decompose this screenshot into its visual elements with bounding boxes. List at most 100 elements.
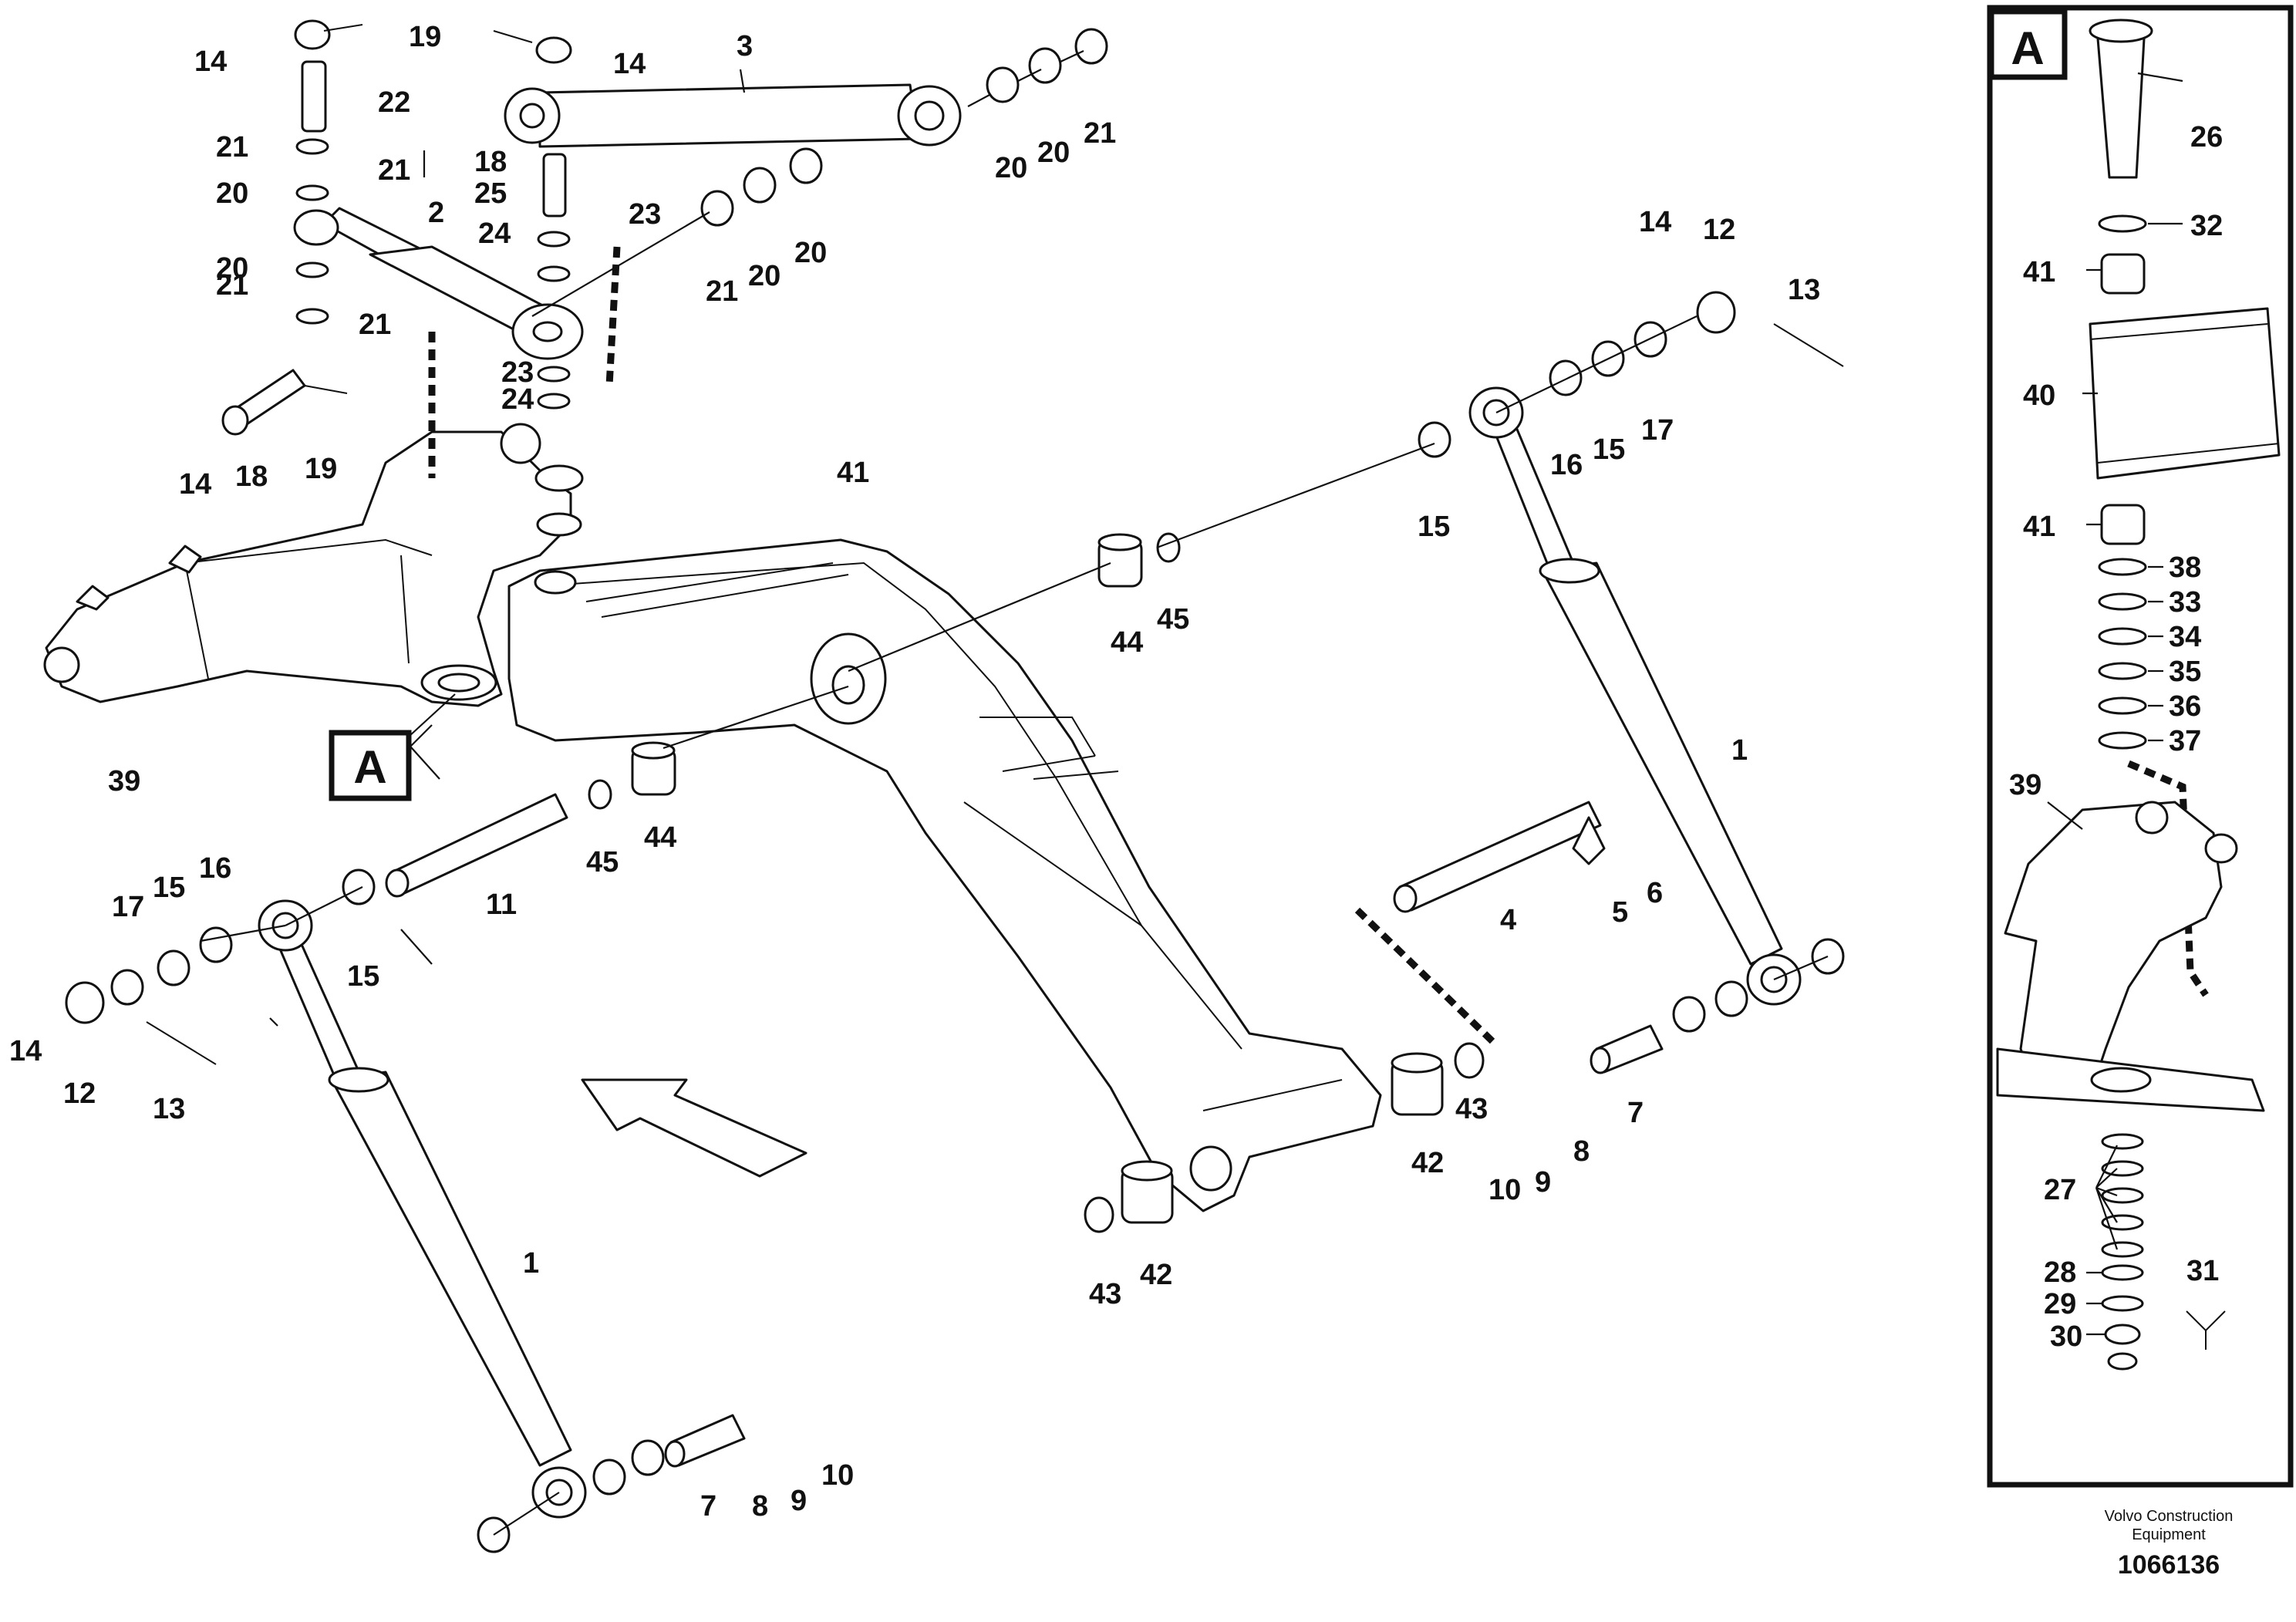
- label-15-c: 15: [1418, 511, 1450, 543]
- label-39: 39: [108, 765, 140, 798]
- pins-top: [221, 19, 572, 436]
- label-45-a: 45: [1157, 603, 1189, 636]
- label-17-a: 17: [112, 891, 144, 923]
- label-26: 26: [2190, 121, 2223, 153]
- label-15-d: 15: [1593, 433, 1625, 466]
- label-43-b: 43: [1455, 1093, 1488, 1125]
- pin-7-right: [1590, 1024, 1664, 1074]
- label-40: 40: [2023, 379, 2055, 412]
- label-21-c: 21: [216, 269, 248, 302]
- label-14-b: 14: [613, 48, 646, 80]
- label-23-b: 23: [501, 356, 534, 389]
- detail-callout-letter: A: [353, 741, 386, 793]
- footer-ref: 1066136: [2118, 1550, 2220, 1580]
- label-41-a: 41: [2023, 256, 2055, 288]
- label-18-a: 18: [474, 146, 507, 178]
- label-6: 6: [1647, 877, 1663, 909]
- label-8-a: 8: [752, 1490, 768, 1523]
- dashed-routing: [428, 246, 1495, 1044]
- label-36: 36: [2169, 690, 2201, 723]
- label-13-b: 13: [1788, 274, 1820, 306]
- label-15-a: 15: [153, 872, 185, 904]
- label-37: 37: [2169, 725, 2201, 757]
- label-27: 27: [2044, 1174, 2076, 1206]
- label-4: 4: [1500, 904, 1516, 936]
- cylinder-2: [293, 207, 584, 360]
- label-2: 2: [428, 197, 444, 229]
- label-7-b: 7: [1627, 1097, 1644, 1129]
- label-34: 34: [2169, 621, 2201, 653]
- bushings-44-42: [631, 533, 1444, 1224]
- label-42-a: 42: [1140, 1259, 1172, 1291]
- label-45-b: 45: [586, 846, 619, 878]
- label-10-b: 10: [1489, 1174, 1521, 1206]
- pin-11: [385, 793, 568, 898]
- label-11: 11: [486, 889, 517, 921]
- rings-and-washers: [65, 28, 1845, 1553]
- label-14-e: 14: [1639, 206, 1671, 238]
- label-21-f: 21: [706, 275, 738, 308]
- label-32: 32: [2190, 210, 2223, 242]
- label-8-b: 8: [1573, 1135, 1590, 1168]
- label-16-a: 16: [199, 852, 231, 885]
- label-14-a: 14: [194, 46, 227, 78]
- swing-bracket-39: [43, 423, 584, 707]
- label-24-a: 24: [478, 218, 511, 250]
- leader-lines: [200, 50, 1829, 1536]
- label-3: 3: [737, 30, 753, 62]
- label-16-b: 16: [1550, 449, 1583, 481]
- direction-arrow: [581, 1078, 807, 1178]
- label-20-f: 20: [794, 237, 827, 269]
- detail-callout-a: A: [329, 693, 456, 801]
- label-20-d: 20: [1037, 137, 1070, 169]
- label-23-a: 23: [629, 198, 661, 231]
- label-44-a: 44: [1111, 626, 1143, 659]
- label-39-b: 39: [2009, 769, 2041, 801]
- footer-line1: Volvo Construction: [2105, 1508, 2234, 1525]
- label-22: 22: [378, 86, 410, 119]
- label-41-b: 41: [2023, 511, 2055, 543]
- boom-41: [507, 538, 1382, 1212]
- detail-panel-a: A: [1987, 5, 2294, 1488]
- label-21-d: 21: [359, 309, 391, 341]
- label-31: 31: [2186, 1255, 2219, 1287]
- label-10-a: 10: [821, 1459, 854, 1492]
- label-13-a: 13: [153, 1093, 185, 1125]
- label-21-a: 21: [216, 131, 248, 164]
- pin-4: [1393, 801, 1606, 913]
- label-1-b: 1: [1731, 734, 1748, 767]
- label-29: 29: [2044, 1288, 2076, 1320]
- part-labels: 3 19 14 14 22 21 21 20 2 20 21 21 18 25 …: [9, 21, 2223, 1523]
- label-5: 5: [1612, 896, 1628, 929]
- lift-cylinder-right-1: [1468, 386, 1802, 1006]
- label-17-b: 17: [1641, 414, 1674, 447]
- label-41: 41: [837, 457, 869, 489]
- label-14-c: 14: [179, 468, 211, 501]
- label-44-b: 44: [644, 821, 676, 854]
- label-33: 33: [2169, 586, 2201, 619]
- label-12-b: 12: [1703, 214, 1735, 246]
- label-20-e: 20: [748, 260, 781, 292]
- label-7-a: 7: [700, 1490, 716, 1523]
- label-1-a: 1: [523, 1247, 539, 1280]
- label-9-a: 9: [791, 1485, 807, 1517]
- label-38: 38: [2169, 551, 2201, 584]
- label-14-d: 14: [9, 1035, 42, 1067]
- cylinder-3: [504, 83, 962, 148]
- label-21-e: 21: [1084, 117, 1116, 150]
- label-30: 30: [2050, 1320, 2082, 1353]
- lift-cylinder-left-1: [258, 899, 587, 1519]
- label-24-b: 24: [501, 383, 534, 416]
- label-35: 35: [2169, 656, 2201, 688]
- bolts: [146, 24, 1844, 1065]
- label-15-b: 15: [347, 960, 379, 993]
- label-19-a: 19: [409, 21, 441, 53]
- label-25: 25: [474, 177, 507, 210]
- footer-line2: Equipment: [2132, 1526, 2206, 1543]
- label-18-b: 18: [235, 460, 268, 493]
- label-20-c: 20: [995, 152, 1027, 184]
- detail-panel-letter: A: [2011, 22, 2044, 74]
- footer: Volvo Construction Equipment 1066136: [2105, 1508, 2234, 1580]
- label-43-a: 43: [1089, 1278, 1121, 1310]
